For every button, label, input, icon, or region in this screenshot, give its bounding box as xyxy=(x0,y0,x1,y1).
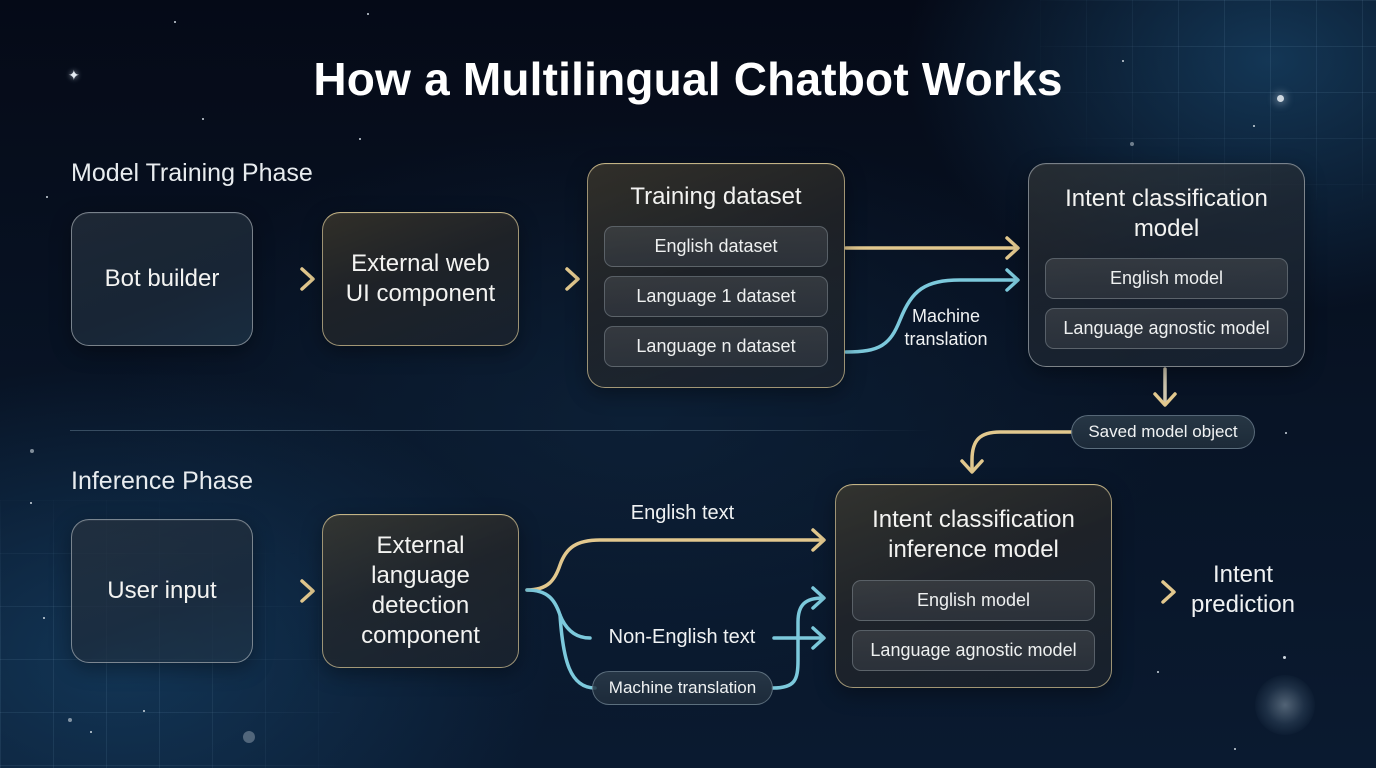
language-detection-node[interactable]: External language detection component xyxy=(322,514,519,668)
intent-inference-model-title: Intent classification inference model xyxy=(872,506,1075,563)
star-decoration xyxy=(202,118,204,120)
star-decoration xyxy=(1130,142,1134,146)
language-1-dataset-item[interactable]: Language 1 dataset xyxy=(604,276,828,317)
star-decoration xyxy=(90,731,92,733)
star-decoration xyxy=(243,731,255,743)
star-decoration xyxy=(359,138,361,140)
star-decoration xyxy=(30,449,34,453)
user-input-label: User input xyxy=(107,577,217,604)
external-web-ui-label: External web UI component xyxy=(345,250,496,307)
english-dataset-item[interactable]: English dataset xyxy=(604,226,828,267)
intent-classification-model-node[interactable]: Intent classification model English mode… xyxy=(1028,163,1305,367)
sparkle-icon: ✦ xyxy=(68,67,80,83)
star-decoration xyxy=(1157,671,1159,673)
training-dataset-node[interactable]: Training dataset English dataset Languag… xyxy=(587,163,845,388)
intent-classification-model-title: Intent classification model xyxy=(1065,185,1268,242)
glow-orb-decoration xyxy=(1255,675,1315,735)
star-decoration xyxy=(1234,748,1236,750)
arrow-curve-down-icon xyxy=(960,430,1073,474)
bot-builder-label: Bot builder xyxy=(104,265,220,292)
machine-translation-label: Machine translation xyxy=(904,306,988,349)
training-phase-label: Model Training Phase xyxy=(71,159,313,187)
arrow-right-icon xyxy=(260,579,315,603)
intent-inference-model-node[interactable]: Intent classification inference model En… xyxy=(835,484,1112,688)
star-decoration xyxy=(143,710,145,712)
inference-english-model-item[interactable]: English model xyxy=(852,580,1095,621)
arrow-right-icon xyxy=(260,267,315,291)
star-decoration xyxy=(367,13,369,15)
star-decoration xyxy=(30,502,32,504)
star-decoration xyxy=(68,718,72,722)
intent-prediction-output: Intent prediction xyxy=(1190,561,1296,618)
inference-language-agnostic-model-item[interactable]: Language agnostic model xyxy=(852,630,1095,671)
language-detection-label: External language detection component xyxy=(361,532,480,649)
star-decoration xyxy=(43,617,45,619)
arrow-right-icon xyxy=(844,236,1020,260)
inference-phase-label: Inference Phase xyxy=(71,467,254,495)
non-english-text-label: Non-English text xyxy=(608,626,756,648)
english-text-label: English text xyxy=(630,502,735,524)
page-title: How a Multilingual Chatbot Works xyxy=(313,53,1063,105)
saved-model-object-pill[interactable]: Saved model object xyxy=(1071,415,1255,449)
language-agnostic-model-item[interactable]: Language agnostic model xyxy=(1045,308,1288,349)
star-decoration xyxy=(1283,656,1286,659)
english-text-arrow-icon xyxy=(525,528,826,592)
star-decoration xyxy=(1122,60,1124,62)
arrow-down-icon xyxy=(1153,367,1177,407)
external-web-ui-node[interactable]: External web UI component xyxy=(322,212,519,346)
phase-divider xyxy=(70,430,932,431)
machine-translation-pill[interactable]: Machine translation xyxy=(592,671,773,705)
bot-builder-node[interactable]: Bot builder xyxy=(71,212,253,346)
star-decoration xyxy=(1277,95,1284,102)
training-dataset-title: Training dataset xyxy=(630,183,802,210)
english-model-item[interactable]: English model xyxy=(1045,258,1288,299)
user-input-node[interactable]: User input xyxy=(71,519,253,663)
star-decoration xyxy=(1253,125,1255,127)
star-decoration xyxy=(46,196,48,198)
star-decoration xyxy=(1285,432,1287,434)
arrow-right-icon xyxy=(525,267,580,291)
arrow-right-icon xyxy=(1119,580,1176,604)
star-decoration xyxy=(174,21,176,23)
language-n-dataset-item[interactable]: Language n dataset xyxy=(604,326,828,367)
